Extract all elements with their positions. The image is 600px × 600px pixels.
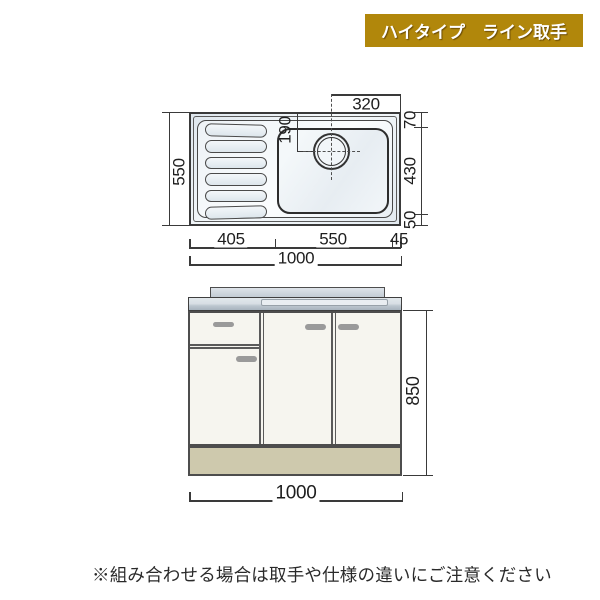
dim-line-segments <box>189 247 401 249</box>
dim-tick <box>162 112 189 114</box>
dim-leader-190 <box>297 112 299 152</box>
drainboard-slat <box>205 173 267 186</box>
dim-tick <box>414 225 428 227</box>
dim-tick <box>189 491 191 501</box>
dim-label-cabinet-height: 850 <box>403 376 423 406</box>
faucet-centerline-horizontal <box>303 151 360 152</box>
countertop-sink-area <box>261 298 388 306</box>
dim-tick <box>274 238 276 248</box>
dim-line-320 <box>331 94 401 96</box>
dim-tick <box>414 127 428 129</box>
drainboard-slat <box>205 122 267 137</box>
middle-door-handle-bar <box>305 324 326 330</box>
door-divider <box>331 313 333 444</box>
dim-line-height <box>425 310 427 476</box>
type-badge: ハイタイプ ライン取手 <box>365 14 583 47</box>
dim-label-depth: 550 <box>169 158 189 186</box>
sink-rim-outer-line <box>193 116 397 222</box>
left-door-handle-bar <box>236 356 257 362</box>
drainboard-slat <box>205 140 267 153</box>
dim-tick <box>401 491 403 501</box>
dim-label-faucet-top: 190 <box>275 116 295 144</box>
door-divider <box>334 313 336 444</box>
dim-label-right-top: 70 <box>400 110 420 129</box>
dim-label-bowl-width: 550 <box>316 230 350 248</box>
right-door-handle-bar <box>338 324 359 330</box>
dim-tick <box>400 238 402 248</box>
dim-tick <box>189 238 191 248</box>
badge-label-handle: ライン取手 <box>481 23 567 42</box>
drawer-divider <box>190 347 259 349</box>
badge-label-type: ハイタイプ <box>381 23 465 42</box>
dim-tick <box>403 475 433 477</box>
dim-label-right-bottom: 50 <box>400 210 420 229</box>
cabinet-body <box>188 311 402 446</box>
drainboard-slat <box>205 156 267 169</box>
dim-label-cabinet-width: 1000 <box>272 483 320 503</box>
dim-label-drainboard: 405 <box>214 230 248 248</box>
dim-tick <box>189 255 191 265</box>
drainboard-slat <box>205 189 267 202</box>
dim-tick <box>400 94 402 113</box>
dim-tick <box>414 214 428 216</box>
dim-tick <box>403 309 433 311</box>
dim-tick <box>391 238 393 248</box>
dim-line-right <box>420 112 422 226</box>
drainboard-slat <box>205 205 267 220</box>
dim-label-right-margin: 45 <box>389 229 409 249</box>
dim-tick <box>400 255 402 265</box>
dim-tick <box>162 225 189 227</box>
door-divider <box>262 313 264 444</box>
dim-line-550-left <box>168 112 170 226</box>
drawer-handle-bar <box>213 321 234 327</box>
dim-tick <box>414 112 428 114</box>
door-divider <box>259 313 261 444</box>
dim-label-right-middle: 430 <box>400 156 420 185</box>
faucet-centerline-vertical <box>331 94 332 180</box>
kickplate <box>188 446 402 476</box>
drawer-divider <box>190 344 259 346</box>
dim-label-faucet-right: 320 <box>352 94 380 114</box>
caution-note: ※組み合わせる場合は取手や仕様の違いにご注意ください <box>92 565 552 585</box>
dim-label-total-width: 1000 <box>274 249 318 267</box>
